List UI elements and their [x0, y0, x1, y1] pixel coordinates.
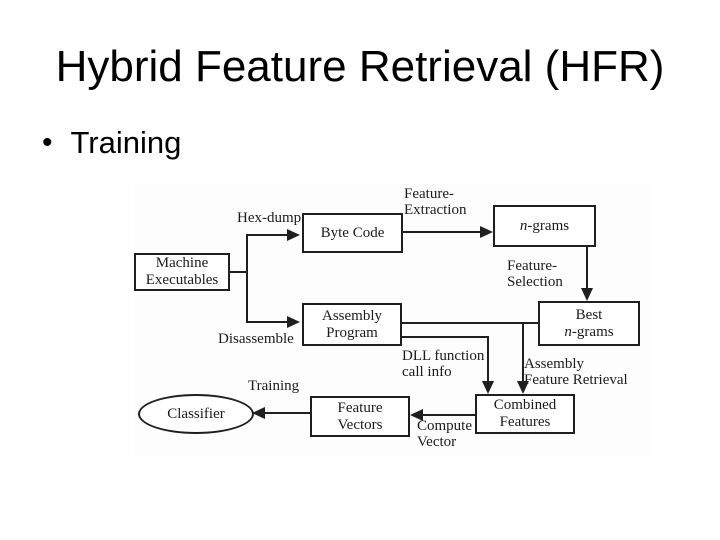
edge-hex-dump-line: [246, 234, 288, 236]
node-classifier: Classifier: [138, 394, 254, 434]
n-grams-italic-n: n: [519, 217, 528, 234]
node-machine-executables-line1: Machine: [155, 255, 209, 271]
node-feature-vectors-line2: Vectors: [337, 416, 383, 433]
edge-label-afr-line2: Feature Retrieval: [524, 372, 628, 388]
best-n-grams-rest: -grams: [571, 323, 614, 340]
node-n-grams-label: n-grams: [520, 218, 569, 235]
edge-disassemble-line: [246, 321, 288, 323]
edge-dll-function-arrowhead: [482, 381, 494, 394]
node-best-n-grams-line1: Best: [575, 306, 603, 323]
bullet-marker: •: [42, 126, 53, 159]
edge-training-arrowhead: [252, 407, 265, 419]
edge-dll-function-line-horizontal: [402, 336, 489, 338]
edge-label-hex-dump: Hex-dump: [237, 210, 302, 226]
edge-label-feature-selection-line1: Feature-: [507, 258, 557, 274]
edge-label-compute-vector: Compute Vector: [417, 418, 472, 450]
edge-hex-dump-arrowhead: [287, 229, 300, 241]
edge-label-dll-line1: DLL function: [402, 348, 485, 364]
edge-dll-function-line-vertical: [487, 336, 489, 382]
edge-label-dll-line2: call info: [402, 364, 452, 380]
node-machine-executables-line2: Executables: [145, 272, 219, 288]
node-classifier-label: Classifier: [167, 405, 225, 422]
edge-feature-extraction-line: [403, 231, 482, 233]
node-best-n-grams-line2: n-grams: [564, 324, 613, 341]
edge-assembly-feature-retrieval-arrowhead: [517, 381, 529, 394]
edge-label-feature-extraction: Feature- Extraction: [404, 186, 466, 218]
edge-label-compute-line1: Compute: [417, 418, 472, 434]
edge-label-feature-extraction-line1: Feature-: [404, 186, 454, 202]
best-n-grams-italic-n: n: [564, 323, 572, 340]
connector-trunk-vertical: [246, 234, 248, 323]
node-byte-code: Byte Code: [302, 213, 403, 253]
edge-label-compute-line2: Vector: [417, 434, 457, 450]
node-combined-features-line2: Features: [499, 414, 551, 430]
edge-label-disassemble: Disassemble: [218, 331, 294, 347]
node-n-grams: n-grams: [493, 205, 596, 247]
edge-feature-selection-line: [586, 247, 588, 290]
bullet-item-training: • Training: [42, 122, 181, 164]
node-assembly-program: Assembly Program: [302, 303, 402, 346]
edge-label-training: Training: [248, 378, 300, 394]
node-combined-features-line1: Combined: [493, 397, 557, 413]
node-assembly-program-line2: Program: [326, 324, 378, 341]
edge-label-afr-line1: Assembly: [524, 356, 584, 372]
node-best-n-grams: Best n-grams: [538, 301, 640, 346]
node-byte-code-label: Byte Code: [320, 224, 385, 241]
edge-disassemble-arrowhead: [287, 316, 300, 328]
edge-compute-vector-line: [423, 414, 475, 416]
edge-label-feature-selection-line2: Selection: [507, 274, 563, 290]
bullet-text: Training: [70, 125, 182, 160]
edge-compute-vector-arrowhead: [410, 409, 423, 421]
edge-feature-extraction-arrowhead: [480, 226, 493, 238]
slide-title: Hybrid Feature Retrieval (HFR): [55, 42, 665, 91]
edge-assembly-feature-retrieval-line: [522, 322, 524, 382]
node-machine-executables: Machine Executables: [134, 253, 230, 291]
edge-label-dll-function-call-info: DLL function call info: [402, 348, 484, 380]
edge-label-feature-selection: Feature- Selection: [507, 258, 563, 290]
connector-machine-to-trunk: [228, 271, 248, 273]
connector-assembly-to-best-ngrams: [402, 322, 538, 324]
node-feature-vectors-line1: Feature: [337, 399, 383, 416]
edge-label-assembly-feature-retrieval: Assembly Feature Retrieval: [524, 356, 628, 388]
node-combined-features: Combined Features: [475, 394, 575, 434]
edge-feature-selection-arrowhead: [581, 288, 593, 301]
edge-training-line: [265, 412, 310, 414]
node-feature-vectors: Feature Vectors: [310, 396, 410, 437]
node-assembly-program-line1: Assembly: [322, 307, 382, 324]
n-grams-rest: -grams: [527, 217, 570, 234]
edge-label-feature-extraction-line2: Extraction: [404, 202, 467, 218]
